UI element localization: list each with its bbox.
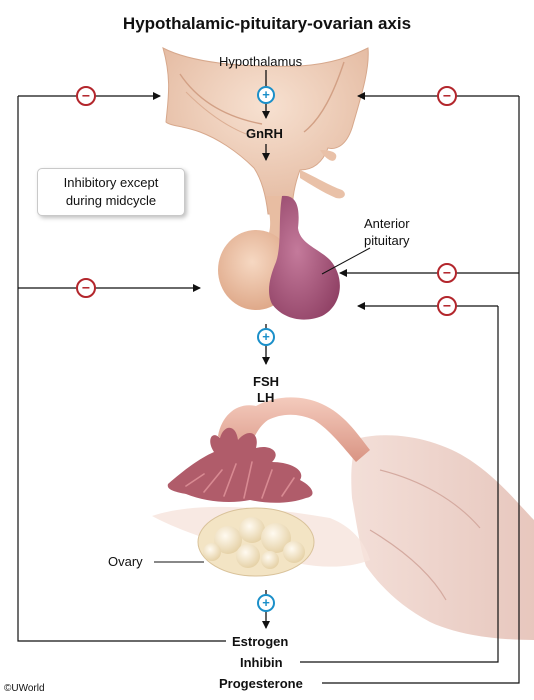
midcycle-note-line2: during midcycle	[65, 193, 157, 208]
uterus-fold	[379, 469, 481, 529]
inhibitory-marker: −	[437, 296, 457, 316]
copyright-label: ©UWorld	[4, 683, 45, 694]
svg-text:−: −	[82, 280, 90, 296]
hypothalamus-drip	[320, 150, 337, 161]
fimbriae-texture	[185, 461, 295, 499]
anterior-pituitary-lobe	[269, 195, 340, 320]
fimbriae	[167, 427, 313, 503]
svg-text:+: +	[262, 595, 270, 610]
anterior-pituitary-label-line1: Anterior	[364, 216, 410, 231]
ovary-follicle	[214, 526, 242, 554]
stimulatory-marker: +	[257, 328, 275, 346]
ovary-follicle	[261, 551, 279, 569]
ovary-follicle	[261, 523, 291, 553]
inhibin-label: Inhibin	[240, 655, 283, 670]
svg-text:−: −	[443, 298, 451, 314]
anterior-pituitary-label-line2: pituitary	[364, 233, 410, 248]
gnrh-label: GnRH	[246, 126, 283, 141]
hypothalamus-drip	[300, 170, 345, 199]
uterus-fold	[369, 529, 447, 601]
lh-label: LH	[257, 390, 275, 405]
diagram-title: Hypothalamic-pituitary-ovarian axis	[122, 14, 412, 33]
progesterone-label: Progesterone	[219, 676, 303, 691]
brain-fold	[303, 61, 345, 133]
inhibitory-marker: −	[437, 263, 457, 283]
inhibitory-marker: −	[76, 278, 96, 298]
svg-text:+: +	[262, 329, 270, 344]
brain-fold	[185, 91, 247, 135]
ovary-follicle	[203, 543, 221, 561]
midcycle-note-line1: Inhibitory except	[63, 175, 159, 190]
ovary-follicle	[239, 517, 265, 543]
estrogen-feedback-line	[17, 96, 226, 642]
fallopian-tube	[218, 397, 370, 462]
stimulatory-marker: +	[257, 594, 275, 612]
estrogen-label: Estrogen	[232, 634, 289, 649]
brain-fold	[179, 73, 263, 125]
svg-text:−: −	[443, 88, 451, 104]
inhibitory-marker: −	[437, 86, 457, 106]
ovary-label: Ovary	[108, 554, 143, 569]
stimulatory-marker: +	[257, 86, 275, 104]
svg-text:−: −	[443, 265, 451, 281]
anterior-pituitary-leader	[321, 247, 371, 275]
midcycle-note: Inhibitory except during midcycle	[37, 168, 185, 216]
hypothalamus-label: Hypothalamus	[219, 54, 303, 69]
inhibin-feedback-line	[300, 306, 499, 663]
svg-text:+: +	[262, 87, 270, 102]
inhibitory-marker: −	[76, 86, 96, 106]
ovary-follicle	[283, 541, 305, 563]
uterus-body	[351, 435, 534, 640]
fsh-label: FSH	[253, 374, 279, 389]
svg-text:−: −	[82, 88, 90, 104]
progesterone-feedback-line	[322, 96, 520, 684]
hypothalamus-tissue	[162, 47, 369, 215]
ovary-follicle	[236, 544, 260, 568]
